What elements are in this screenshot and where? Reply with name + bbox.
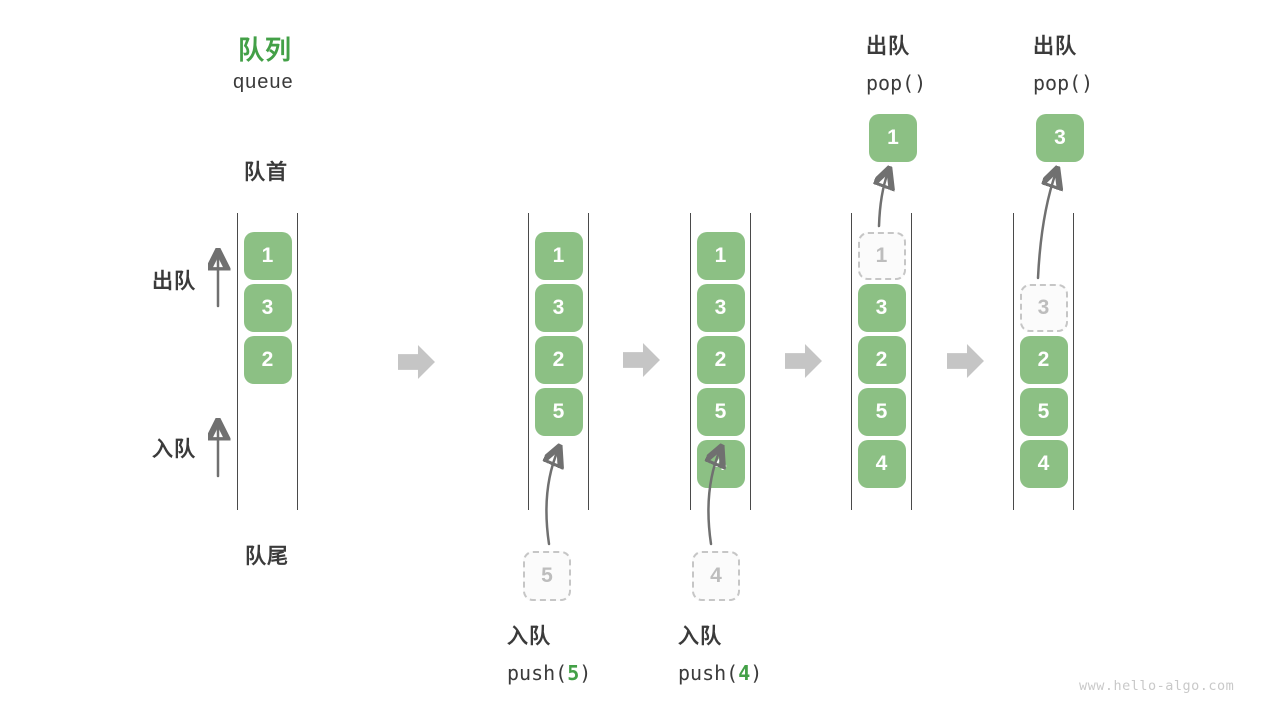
queue-cell: 1	[696, 232, 745, 280]
push-label-zh: 入队	[507, 625, 551, 648]
queue-cell: 4	[857, 440, 906, 488]
push-operation-label: 入队 push(5)	[507, 620, 591, 685]
flow-arrow-icon	[785, 344, 822, 378]
push-operation-label: 入队 push(4)	[678, 620, 762, 685]
push-arg: 4	[738, 661, 751, 685]
queue-cell: 2	[696, 336, 745, 384]
queue-cell: 3	[534, 284, 583, 332]
popped-element-box: 3	[1036, 114, 1084, 162]
queue-cell: 2	[534, 336, 583, 384]
queue-state-3: 1 3 2 5 4	[690, 213, 751, 510]
pop-operation-label: 出队 pop()	[866, 30, 926, 95]
queue-cell: 5	[696, 388, 745, 436]
flow-arrow-icon	[398, 345, 435, 379]
queue-cell: 4	[696, 440, 745, 488]
queue-cell: 2	[857, 336, 906, 384]
queue-cell: 5	[534, 388, 583, 436]
push-label-code: push(4)	[678, 661, 763, 685]
push-arg: 5	[567, 661, 580, 685]
pop-label-zh: 出队	[866, 35, 910, 58]
pop-label-code: pop()	[1033, 71, 1094, 95]
push-label-code: push(5)	[507, 661, 592, 685]
queue-state-1: 1 3 2	[237, 213, 298, 510]
flow-arrow-icon	[947, 344, 984, 378]
queue-state-2: 1 3 2 5	[528, 213, 589, 510]
queue-cell: 2	[243, 336, 292, 384]
queue-state-4: 1 3 2 5 4	[851, 213, 912, 510]
queue-cell: 1	[243, 232, 292, 280]
diagram-title-zh: 队列	[238, 35, 293, 65]
enqueue-direction-label: 入队	[152, 438, 196, 461]
push-label-zh: 入队	[678, 625, 722, 648]
watermark: www.hello-algo.com	[1079, 678, 1235, 694]
queue-cell: 5	[857, 388, 906, 436]
pop-label-zh: 出队	[1033, 35, 1077, 58]
queue-cell: 5	[1019, 388, 1068, 436]
queue-cell-removed: 3	[1019, 284, 1068, 332]
queue-cell: 3	[696, 284, 745, 332]
staged-element-box: 4	[692, 551, 740, 601]
dequeue-direction-label: 出队	[152, 270, 196, 293]
queue-front-label: 队首	[244, 161, 288, 184]
pop-label-code: pop()	[866, 71, 927, 95]
queue-rear-label: 队尾	[245, 545, 289, 568]
queue-state-5: 3 2 5 4	[1013, 213, 1074, 510]
queue-cell: 2	[1019, 336, 1068, 384]
popped-element-box: 1	[869, 114, 917, 162]
queue-cell: 3	[243, 284, 292, 332]
flow-arrow-icon	[623, 343, 660, 377]
staged-element-box: 5	[523, 551, 571, 601]
queue-cell: 3	[857, 284, 906, 332]
diagram-title-en: queue	[233, 71, 294, 93]
pop-operation-label: 出队 pop()	[1033, 30, 1093, 95]
queue-cell-removed: 1	[857, 232, 906, 280]
queue-cell: 4	[1019, 440, 1068, 488]
queue-cell: 1	[534, 232, 583, 280]
